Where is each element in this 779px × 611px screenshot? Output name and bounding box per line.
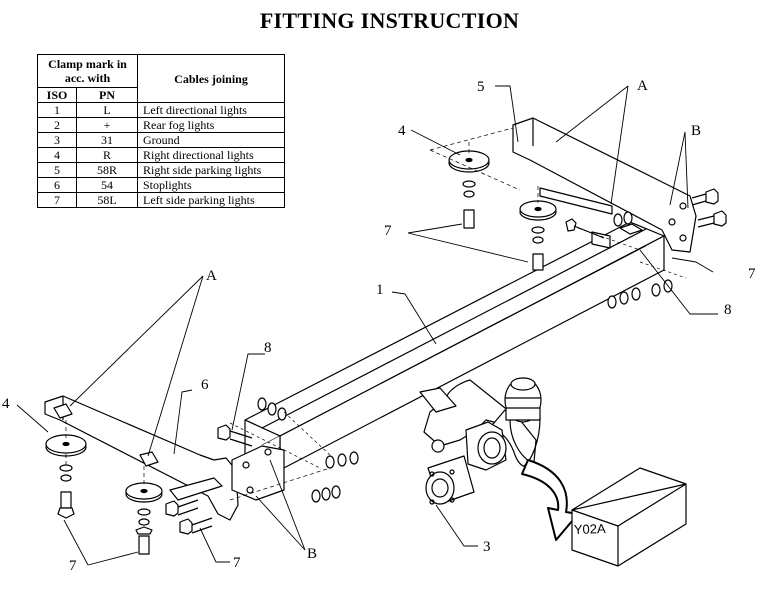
tow-ball-assembly xyxy=(419,377,542,468)
callout-bolt-set-right-a: 7 xyxy=(384,223,392,239)
model-plate xyxy=(571,467,687,567)
cable-cell: Rear fog lights xyxy=(137,117,285,133)
cable-cell: Stoplights xyxy=(137,177,285,193)
callout-bolt-set-right-b: 7 xyxy=(748,266,756,282)
callout-socket: 3 xyxy=(483,539,491,555)
pn-cell: R xyxy=(76,147,138,163)
pn-cell: + xyxy=(76,117,138,133)
callout-main-bar: 1 xyxy=(376,282,384,298)
callout-bolt-set-left-a: 7 xyxy=(69,558,77,574)
table-row: 6 54 Stoplights xyxy=(37,177,285,193)
callout-bolt-set-left-b: 7 xyxy=(233,555,241,571)
plate-4-right-stack xyxy=(448,150,490,229)
pn-cell: 54 xyxy=(76,177,138,193)
right-bracket xyxy=(512,117,697,253)
direction-arrow xyxy=(521,459,579,541)
pn-cell: 58L xyxy=(76,192,138,208)
cable-cell: Right directional lights xyxy=(137,147,285,163)
leader-lines xyxy=(16,85,718,566)
callout-ref-b-left: B xyxy=(307,546,317,562)
cable-cell: Ground xyxy=(137,132,285,148)
table-row: 4 R Right directional lights xyxy=(37,147,285,163)
header-clamp-mark: Clamp mark in acc. with xyxy=(37,54,138,88)
clamp-mark-table: Clamp mark in acc. with Cables joining I… xyxy=(37,54,285,208)
iso-cell: 4 xyxy=(37,147,77,163)
model-code: Y02A xyxy=(574,521,607,537)
pn-cell: 31 xyxy=(76,132,138,148)
cable-cell: Left side parking lights xyxy=(137,192,285,208)
plate-right-center-stack xyxy=(519,200,557,271)
callout-bracket-right: 5 xyxy=(477,79,485,95)
pn-cell: 58R xyxy=(76,162,138,178)
callout-ref-b-right: B xyxy=(691,123,701,139)
pn-cell: L xyxy=(76,102,138,118)
iso-cell: 1 xyxy=(37,102,77,118)
callout-ref-a-left: A xyxy=(206,268,217,284)
header-cables-joining: Cables joining xyxy=(137,54,285,103)
plate-4-center-stack xyxy=(125,482,163,555)
cable-cell: Left directional lights xyxy=(137,102,285,118)
iso-cell: 3 xyxy=(37,132,77,148)
callout-plate-left: 4 xyxy=(2,396,10,412)
left-bracket xyxy=(44,395,285,521)
callout-bracket-left: 6 xyxy=(201,377,209,393)
callout-plate-right: 4 xyxy=(398,123,406,139)
page-title: FITTING INSTRUCTION xyxy=(259,8,520,33)
iso-cell: 6 xyxy=(37,177,77,193)
cable-cell: Right side parking lights xyxy=(137,162,285,178)
table-row: 1 L Left directional lights xyxy=(37,102,285,118)
callout-bolt-right: 8 xyxy=(724,302,732,318)
header-iso: ISO xyxy=(37,87,77,103)
callout-bolt-left: 8 xyxy=(264,340,272,356)
table-row: 5 58R Right side parking lights xyxy=(37,162,285,178)
iso-cell: 7 xyxy=(37,192,77,208)
table-row: 7 58L Left side parking lights xyxy=(37,192,285,208)
plate-4-left-stack xyxy=(45,434,87,519)
socket-assembly xyxy=(425,421,507,505)
bolts-right xyxy=(565,188,727,309)
iso-cell: 5 xyxy=(37,162,77,178)
table-row: 3 31 Ground xyxy=(37,132,285,148)
callout-ref-a-right: A xyxy=(637,78,648,94)
iso-cell: 2 xyxy=(37,117,77,133)
table-row: 2 + Rear fog lights xyxy=(37,117,285,133)
bolts-left xyxy=(165,397,359,535)
header-pn: PN xyxy=(76,87,138,103)
